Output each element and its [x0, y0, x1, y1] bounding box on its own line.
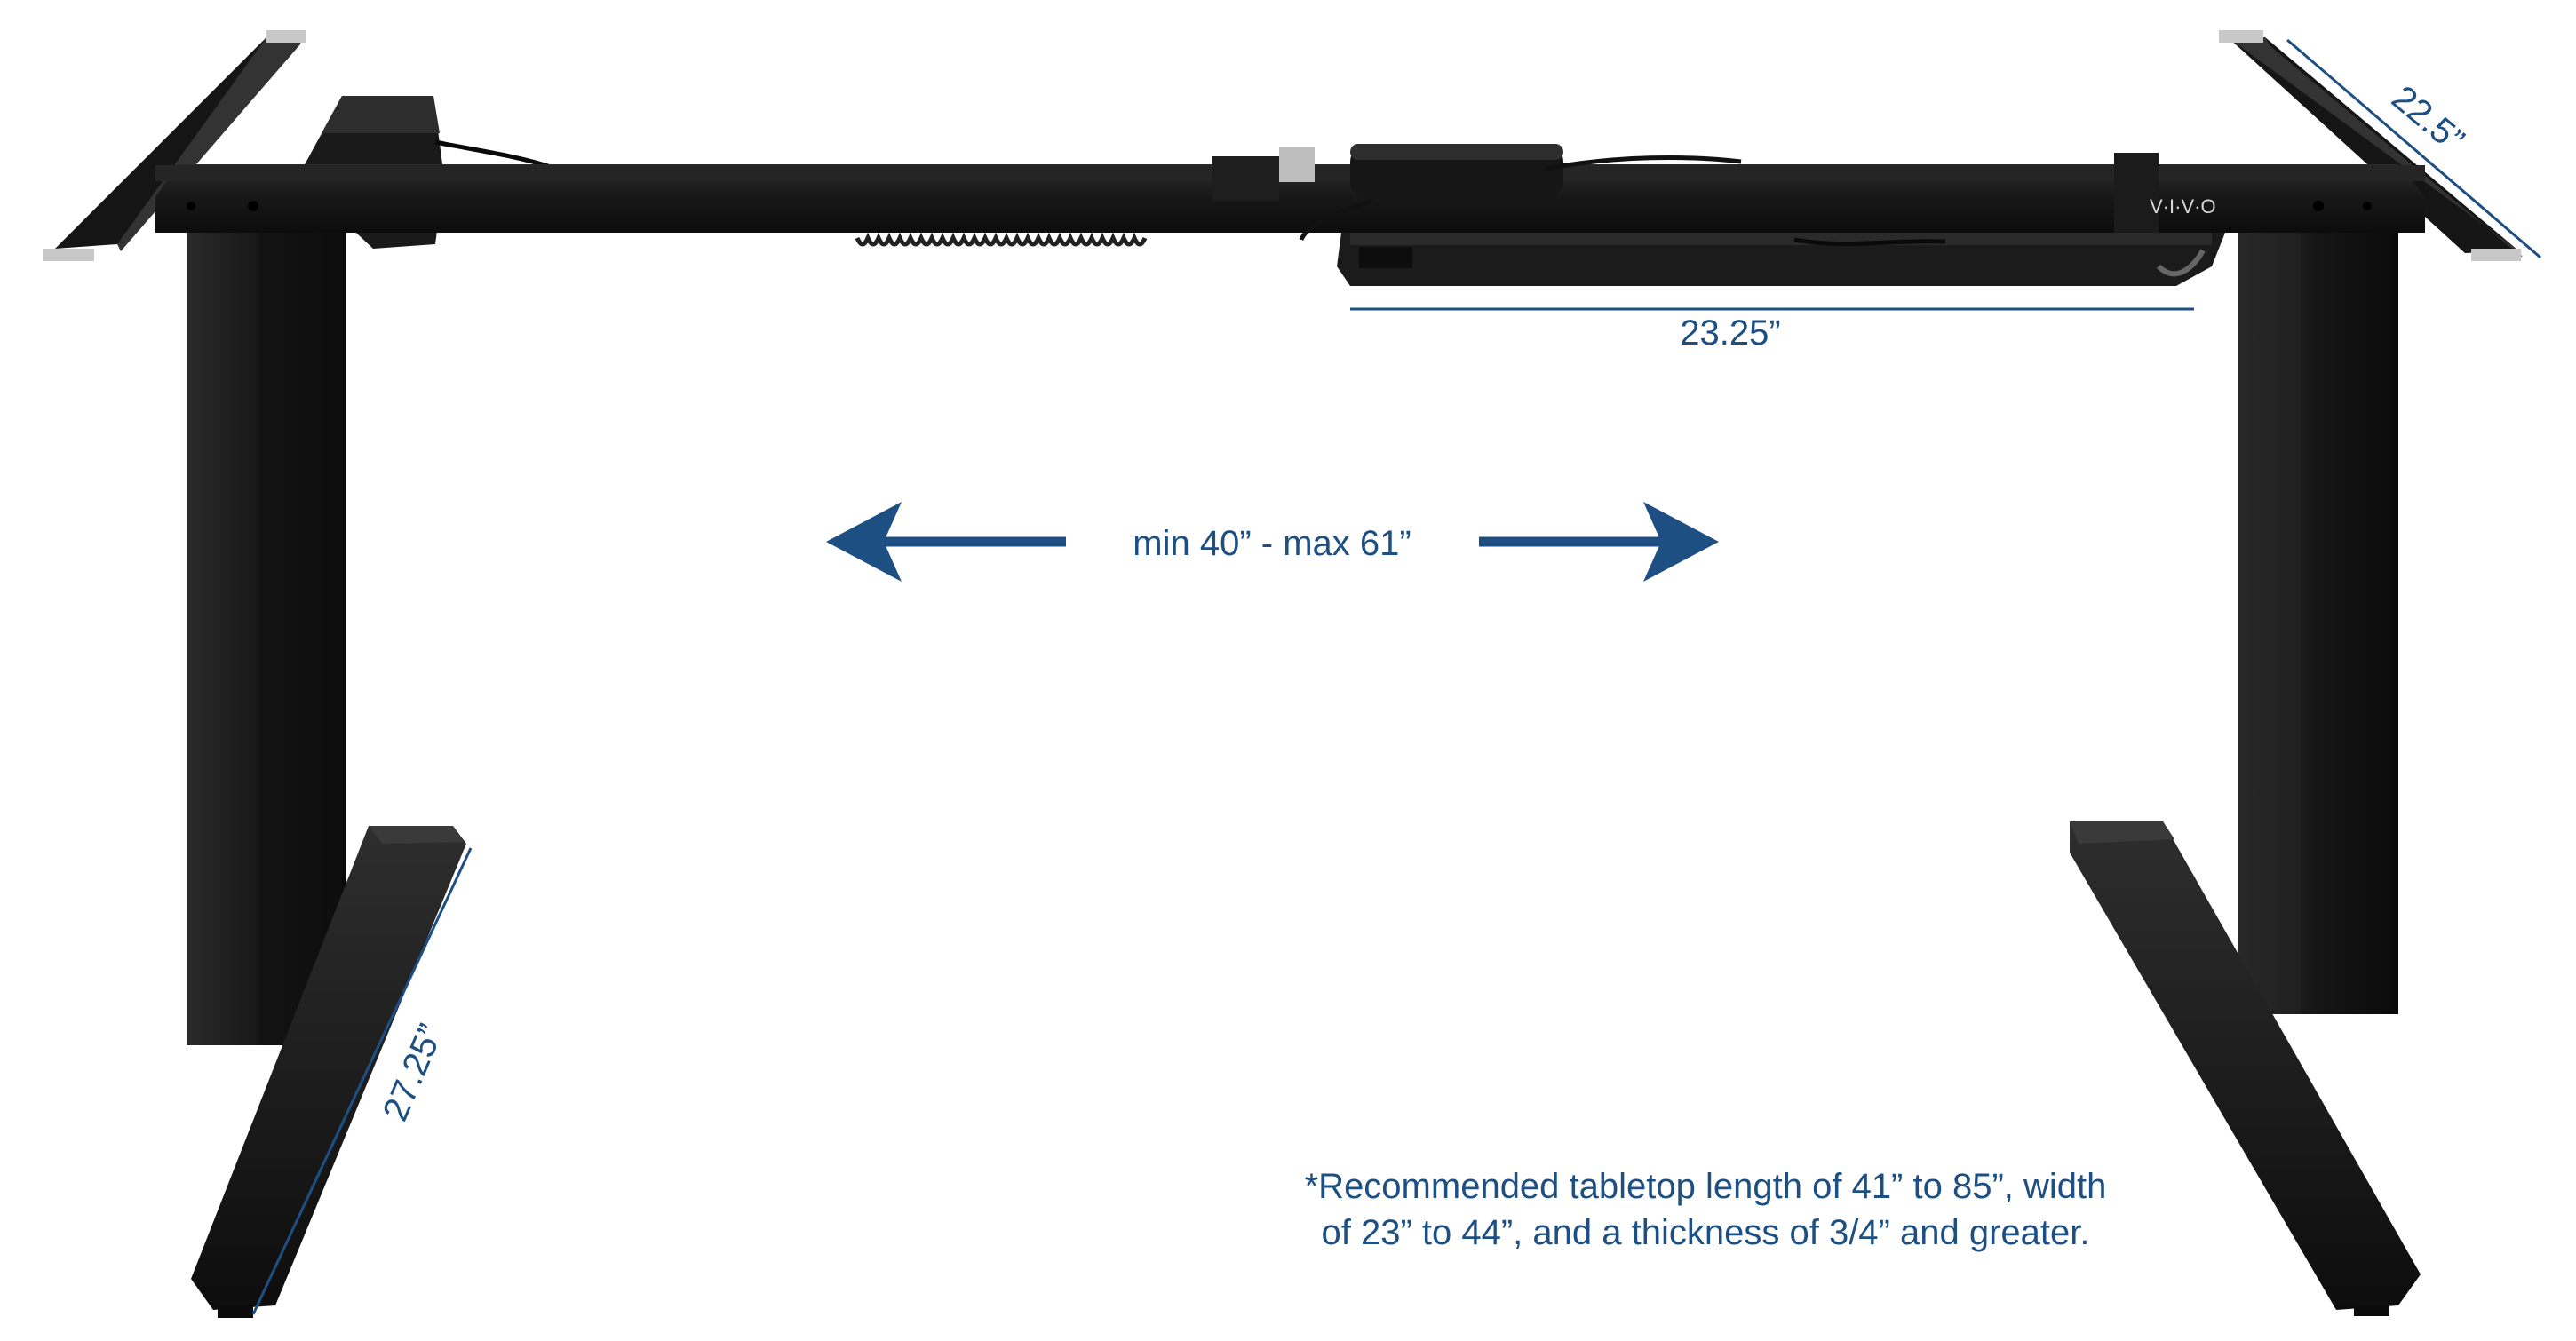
brand-logo: V·I·V·O — [2150, 195, 2216, 218]
note-line-1: *Recommended tabletop length of 41” to 8… — [1304, 1167, 2107, 1206]
width-range-indicator: min 40” - max 61” — [826, 502, 1719, 582]
crossbar-length-label: 23.25” — [1680, 313, 1780, 353]
tabletop-recommendation-note: *Recommended tabletop length of 41” to 8… — [1226, 1163, 2185, 1256]
control-box — [1299, 144, 2225, 286]
coiled-cable — [855, 232, 1148, 247]
right-top-bracket — [2219, 30, 2523, 261]
crossbar-dimension: 23.25” — [1350, 307, 2194, 353]
left-arrow-icon — [826, 502, 902, 582]
note-line-2: of 23” to 44”, and a thickness of 3/4” a… — [1321, 1213, 2090, 1252]
width-range-label: min 40” - max 61” — [1133, 524, 1411, 563]
crossbeam — [155, 147, 2425, 233]
left-leg-inner — [258, 233, 342, 1045]
top-bracket-depth-label: 22.5” — [2384, 78, 2471, 160]
right-foot — [2070, 821, 2421, 1316]
right-leg-inner — [2238, 233, 2301, 1014]
right-arrow-icon — [1643, 502, 1719, 582]
left-foot — [191, 826, 466, 1318]
